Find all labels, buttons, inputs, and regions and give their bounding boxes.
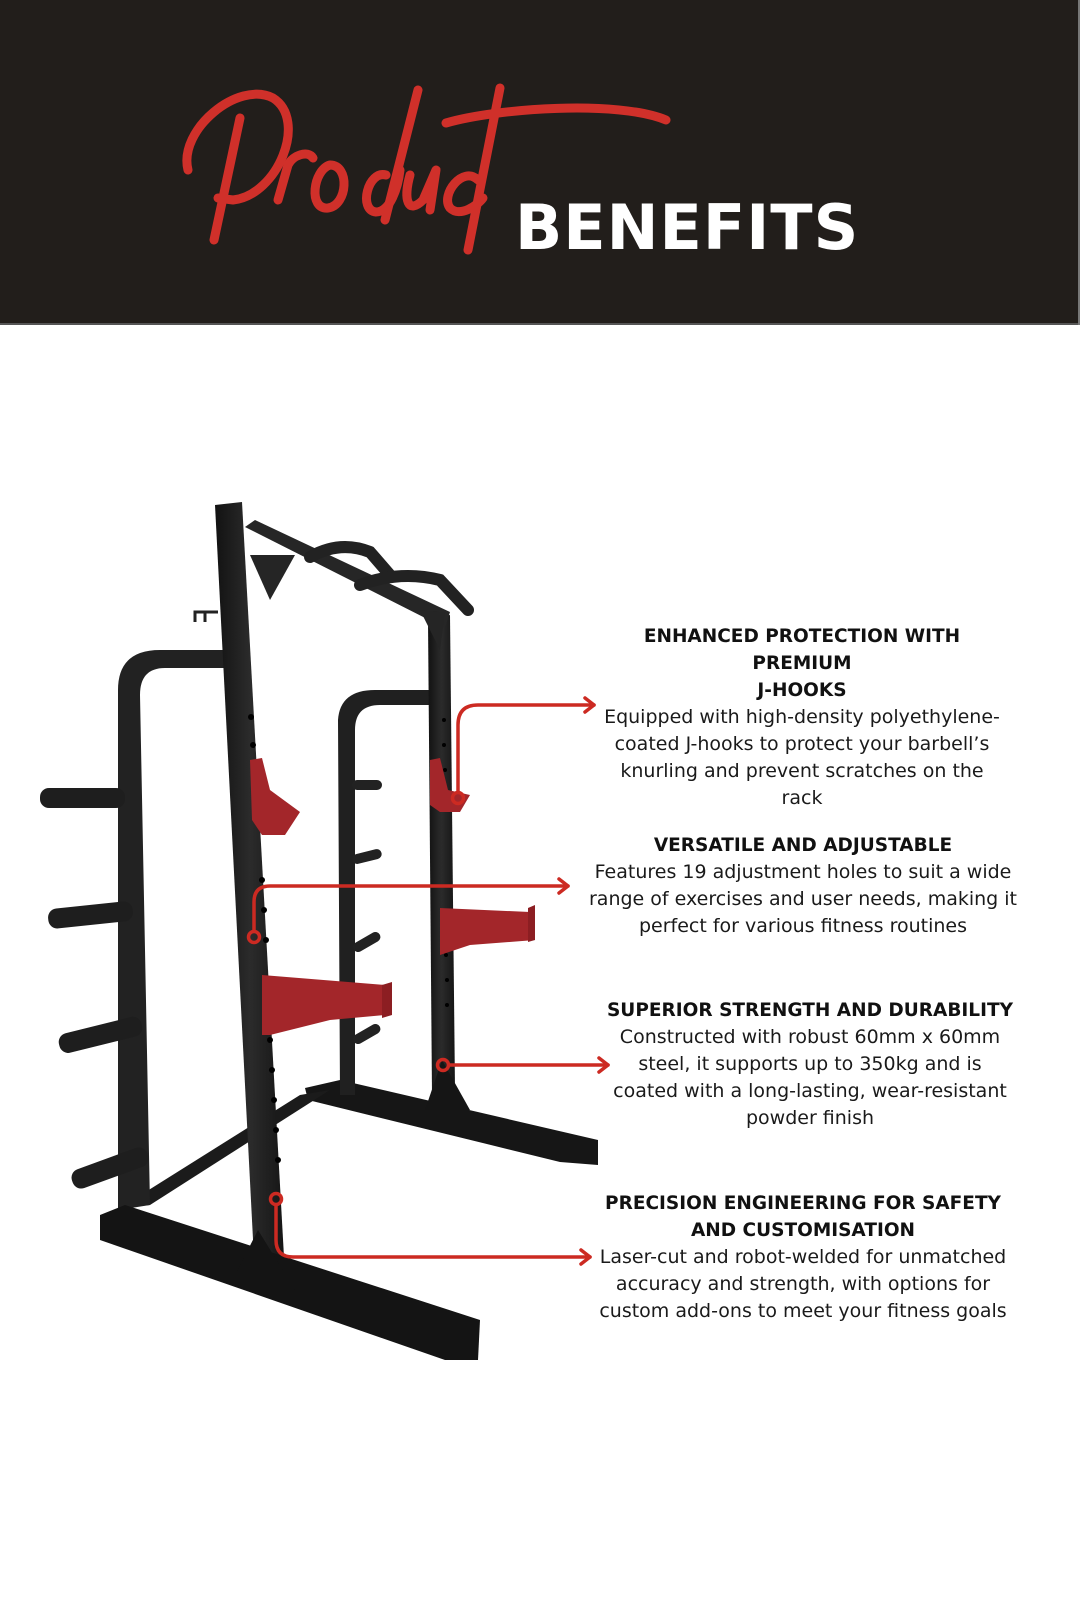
benefit-description-line: Equipped with high-density polyethylene- xyxy=(604,706,1000,728)
benefit-title-line: ENHANCED PROTECTION WITH PREMIUM xyxy=(643,626,961,674)
benefit-description-line: Laser-cut and robot-welded for unmatched xyxy=(599,1246,1007,1268)
benefit-jhooks: ENHANCED PROTECTION WITH PREMIUM J-HOOKS… xyxy=(592,623,1012,812)
benefit-description-line: Constructed with robust 60mm x 60mm xyxy=(619,1026,1001,1048)
benefit-description-line: accuracy and strength, with options for xyxy=(615,1273,991,1295)
benefit-description-line: powder finish xyxy=(745,1107,875,1129)
benefit-title-line: SUPERIOR STRENGTH AND DURABILITY xyxy=(606,1000,1013,1021)
benefit-title-line: PRECISION ENGINEERING FOR SAFETY xyxy=(605,1193,1001,1214)
benefit-precision: PRECISION ENGINEERING FOR SAFETY AND CUS… xyxy=(588,1190,1018,1325)
benefit-description-line: custom add-ons to meet your fitness goal… xyxy=(599,1300,1007,1322)
header-banner: BENEFITS xyxy=(0,0,1078,323)
benefit-title: SUPERIOR STRENGTH AND DURABILITY xyxy=(600,997,1020,1024)
header-right-edge xyxy=(1078,0,1080,325)
header-bottom-edge xyxy=(0,323,1078,325)
bold-title-benefits: BENEFITS xyxy=(515,191,860,264)
benefit-description-line: range of exercises and user needs, makin… xyxy=(588,888,1018,910)
benefit-description-line: knurling and prevent scratches on the xyxy=(620,760,984,782)
product-image-half-rack xyxy=(0,470,640,1390)
benefit-title: ENHANCED PROTECTION WITH PREMIUM J-HOOKS xyxy=(592,623,1012,704)
benefit-adjustable: VERSATILE AND ADJUSTABLE Features 19 adj… xyxy=(588,832,1018,940)
benefit-title: PRECISION ENGINEERING FOR SAFETY AND CUS… xyxy=(588,1190,1018,1244)
benefit-description: Laser-cut and robot-welded for unmatched… xyxy=(588,1244,1018,1325)
script-title-product xyxy=(178,70,698,260)
half-rack-illustration xyxy=(40,502,598,1360)
benefit-title-line: AND CUSTOMISATION xyxy=(690,1220,916,1241)
benefit-title: VERSATILE AND ADJUSTABLE xyxy=(588,832,1018,859)
benefit-description-line: coated with a long-lasting, wear-resista… xyxy=(613,1080,1007,1102)
benefit-description-line: perfect for various fitness routines xyxy=(638,915,968,937)
benefit-description-line: coated J-hooks to protect your barbell’s xyxy=(614,733,990,755)
benefit-title-line: VERSATILE AND ADJUSTABLE xyxy=(653,835,953,856)
benefit-description-line: Features 19 adjustment holes to suit a w… xyxy=(594,861,1012,883)
script-title-graphic xyxy=(182,83,671,255)
benefit-title-line: J-HOOKS xyxy=(757,680,847,701)
benefit-description-line: rack xyxy=(781,787,823,809)
benefit-description: Constructed with robust 60mm x 60mm stee… xyxy=(600,1024,1020,1132)
benefit-description: Equipped with high-density polyethylene-… xyxy=(592,704,1012,812)
benefit-description-line: steel, it supports up to 350kg and is xyxy=(638,1053,982,1075)
benefit-strength: SUPERIOR STRENGTH AND DURABILITY Constru… xyxy=(600,997,1020,1132)
benefit-description: Features 19 adjustment holes to suit a w… xyxy=(588,859,1018,940)
